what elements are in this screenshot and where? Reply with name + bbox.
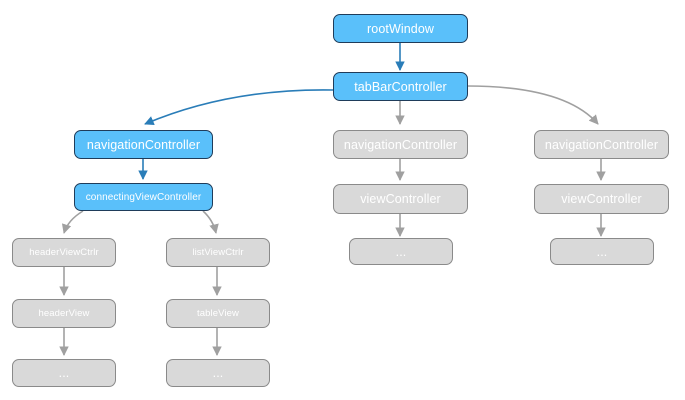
edge-tabbar-to-nav1 [144, 89, 335, 126]
tab-bar-controller-node: tabBarController [333, 72, 468, 101]
view-controller-node-2: viewController [333, 184, 468, 214]
edge-connecting-to-list [202, 210, 219, 234]
list-view-ctrlr-node: listViewCtrlr [166, 238, 270, 267]
ellipsis-label-1: ... [58, 366, 70, 380]
ellipsis-node-3: ... [349, 238, 453, 265]
connecting-view-controller-label: connectingViewController [85, 191, 202, 203]
ellipsis-label-2: ... [212, 366, 224, 380]
navigation-controller-node-1: navigationController [74, 130, 213, 159]
list-view-ctrlr-label: listViewCtrlr [192, 247, 244, 258]
navigation-controller-node-2: navigationController [333, 130, 468, 159]
ellipsis-node-1: ... [12, 359, 116, 387]
header-view-ctrlr-label: headerViewCtrlr [29, 247, 99, 258]
ellipsis-label-4: ... [596, 244, 608, 259]
navigation-controller-label-3: navigationController [544, 137, 659, 152]
tab-bar-controller-label: tabBarController [354, 79, 447, 94]
edge-connecting-to-header [61, 210, 84, 234]
view-controller-label-2: viewController [360, 192, 441, 206]
header-view-node: headerView [12, 299, 116, 328]
root-window-node: rootWindow [333, 14, 468, 43]
view-controller-label-3: viewController [561, 192, 642, 206]
table-view-label: tableView [197, 308, 239, 319]
ellipsis-node-4: ... [550, 238, 654, 265]
ellipsis-node-2: ... [166, 359, 270, 387]
ellipsis-label-3: ... [395, 244, 407, 259]
navigation-controller-label-2: navigationController [343, 137, 458, 152]
header-view-ctrlr-node: headerViewCtrlr [12, 238, 116, 267]
connecting-view-controller-node: connectingViewController [74, 183, 213, 211]
navigation-controller-label-1: navigationController [86, 137, 201, 152]
edge-tabbar-to-nav3 [466, 85, 599, 125]
view-controller-node-3: viewController [534, 184, 669, 214]
header-view-label: headerView [38, 308, 90, 319]
table-view-node: tableView [166, 299, 270, 328]
root-window-label: rootWindow [367, 21, 434, 36]
navigation-controller-node-3: navigationController [534, 130, 669, 159]
